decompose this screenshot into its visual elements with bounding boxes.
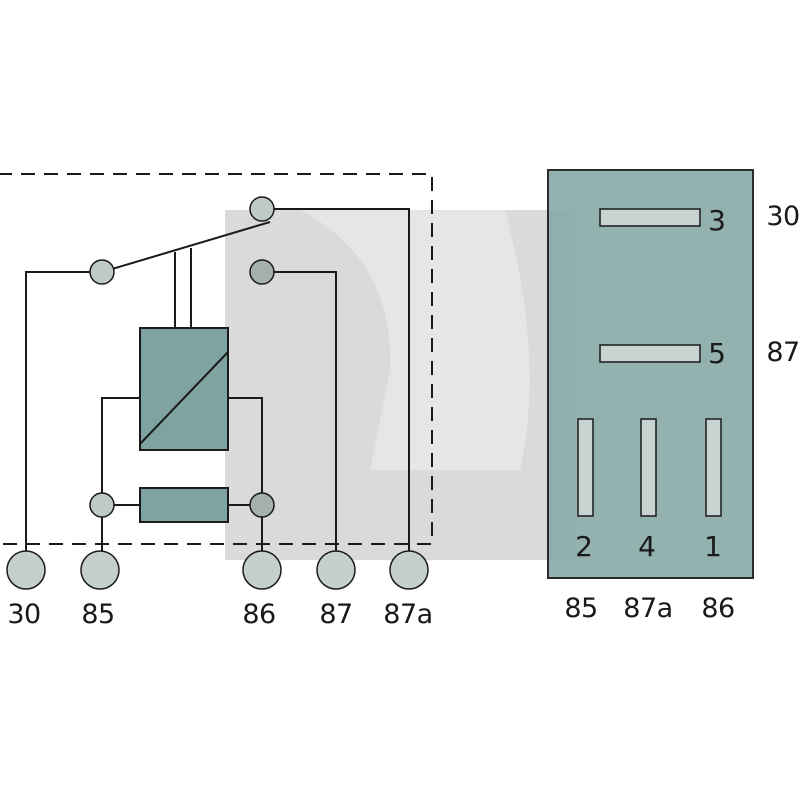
terminal-85: [80, 550, 120, 590]
terminal-30: [6, 550, 46, 590]
terminal-label-87a: 87a: [383, 599, 432, 630]
terminal-87: [316, 550, 356, 590]
terminal-86: [242, 550, 282, 590]
terminal-label-86: 86: [242, 599, 275, 630]
slot-number-2: 2: [575, 530, 593, 563]
coil-node-right: [249, 492, 275, 518]
slot-2: [577, 418, 594, 517]
slot-number-5: 5: [708, 337, 726, 370]
suppression-resistor: [139, 487, 229, 523]
pinout-side-label-30: 30: [766, 201, 799, 232]
pinout-bottom-label-87a: 87a: [623, 593, 672, 624]
slot-number-3: 3: [708, 204, 726, 237]
relay-pinout: 3 5 2 4 1 30 87 85 87a 86: [547, 169, 800, 624]
terminal-label-85: 85: [81, 599, 114, 630]
watermark-logo: [225, 210, 575, 560]
pinout-bottom-label-86: 86: [701, 593, 734, 624]
terminal-87a: [389, 550, 429, 590]
coil-node-left: [89, 492, 115, 518]
slot-3: [599, 208, 701, 227]
nc-contact: [249, 196, 275, 222]
slot-4: [640, 418, 657, 517]
terminal-label-87: 87: [319, 599, 352, 630]
dashed-enclosure: [0, 173, 433, 545]
relay-schematic: 30 85 86 87 87a: [0, 173, 433, 630]
pinout-bottom-label-85: 85: [564, 593, 597, 624]
slot-5: [599, 344, 701, 363]
slot-number-4: 4: [638, 530, 656, 563]
slot-number-1: 1: [704, 530, 722, 563]
relay-coil: [139, 327, 229, 451]
pinout-side-label-87: 87: [766, 337, 799, 368]
slot-1: [705, 418, 722, 517]
pivot-contact: [89, 259, 115, 285]
no-contact: [249, 259, 275, 285]
terminal-label-30: 30: [7, 599, 40, 630]
